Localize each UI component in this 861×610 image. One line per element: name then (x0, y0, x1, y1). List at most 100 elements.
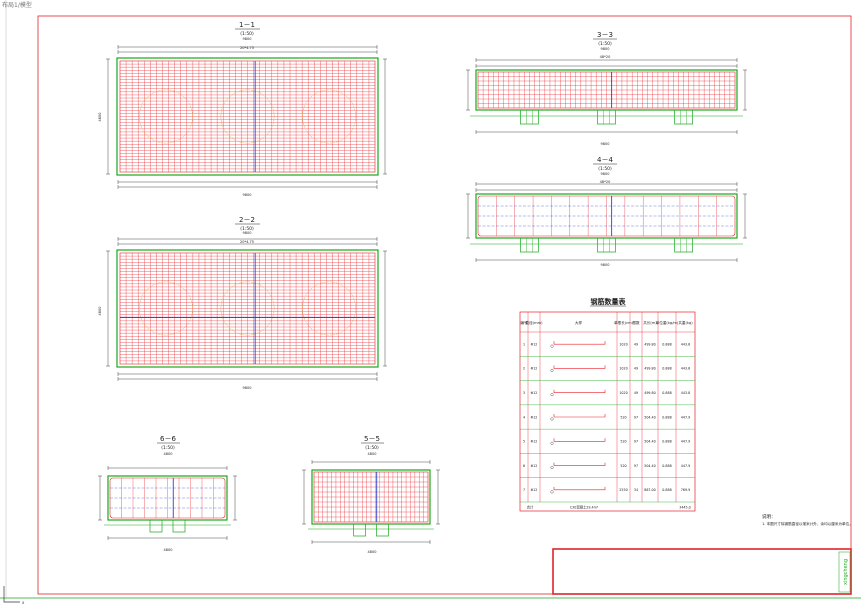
rebar-table-header-cell: 共重(kg) (678, 320, 693, 325)
rebar-shape-sketch (553, 438, 606, 442)
rebar-table-cell: 447.9 (681, 440, 690, 444)
view-3-3 (466, 58, 747, 134)
view-3-3-scale: (1:50) (598, 41, 612, 47)
view-4-4-dim-top: 9800 (601, 172, 610, 176)
rebar-table-header-cell: 根数 (632, 320, 640, 325)
rebar-table-cell: 1 (523, 342, 525, 346)
rebar-table-cell: 49 (634, 367, 638, 371)
rebar-table-cell: 447.9 (681, 464, 690, 468)
rebar-table-cell: 0.888 (662, 488, 671, 492)
view-4-4-pile (520, 237, 539, 253)
view-3-3-dim-sub: 48*20 (600, 55, 611, 59)
rebar-table-cell: 504.40 (644, 464, 656, 468)
view-1-1 (106, 45, 387, 189)
view-4-4 (466, 182, 747, 262)
view-3-3-pile (597, 109, 616, 125)
rebar-table-cell: 0.888 (662, 391, 671, 395)
rebar-table-cell: 97 (634, 464, 638, 468)
rebar-shape-sketch (553, 365, 606, 369)
sheet-frame (37, 15, 852, 595)
view-1-1-pile-outline (139, 89, 193, 144)
rebar-table-footer-mid: C30混凝土29.4m³ (570, 505, 599, 510)
rebar-shape-sketch (553, 389, 606, 394)
rebar-table-cell: 1020 (619, 342, 627, 346)
rebar-table-header-cell: 共长(m) (643, 320, 657, 325)
view-4-4-dim-bottom: 9800 (601, 263, 610, 267)
rebar-table-cell: Φ12 (531, 464, 538, 468)
view-1-1-dim-bottom: 9800 (243, 193, 252, 197)
rebar-shape-marker (550, 490, 554, 494)
rebar-table-cell: Φ12 (531, 415, 538, 419)
notes-line-1: 1. 本图尺寸除钢筋直径以毫米计外，余均以厘米为单位。 (762, 521, 853, 526)
rebar-table-cell: 443.8 (681, 367, 690, 371)
rebar-table-cell: 1020 (619, 367, 627, 371)
rebar-shape-marker (550, 368, 554, 372)
title-block-vertical-text: xingcheng (843, 559, 849, 585)
view-2-2-dim-left: 4800 (98, 307, 102, 316)
rebar-table-cell: 443.8 (681, 342, 690, 346)
view-3-3-pile (520, 109, 539, 125)
rebar-table-cell: 0.888 (662, 342, 671, 346)
view-2-2-dim-sub: 20*4.75 (240, 240, 254, 244)
rebar-table-cell: 0.888 (662, 464, 671, 468)
rebar-table-header-cell: 单位重(kg/m) (656, 320, 679, 325)
rebar-table-cell: 1020 (619, 391, 627, 395)
view-6-6-dim-top: 4800 (164, 452, 173, 456)
view-3-3-dim-bottom: 9800 (601, 142, 610, 146)
view-5-5-title: 5－5 (364, 435, 380, 443)
rebar-table-footer-right: 3445.0 (679, 506, 691, 510)
view-2-2-dim-top: 9800 (243, 231, 252, 235)
layout-tab[interactable]: 布局1/模型 (2, 2, 32, 9)
view-6-6-pile (172, 519, 186, 533)
rebar-table-cell: 443.8 (681, 391, 690, 395)
ucs-icon (3, 586, 20, 603)
rebar-table-cell: 769.9 (681, 488, 690, 492)
view-1-1-dim-sub: 20*4.75 (240, 46, 254, 50)
view-5-5 (302, 460, 440, 544)
rebar-table-cell: Φ12 (531, 488, 538, 492)
rebar-table-cell: 7 (523, 488, 525, 492)
view-6-6-scale: (1:50) (161, 445, 175, 451)
rebar-table-cell: Φ12 (531, 367, 538, 371)
view-1-1-scale: (1:50) (240, 31, 254, 37)
ucs-x-label: x (22, 600, 25, 605)
view-6-6-outline (107, 475, 228, 521)
rebar-table-cell: 5 (523, 440, 525, 444)
rebar-shape-marker (550, 466, 554, 470)
view-4-4-dim-sub: 48*20 (600, 180, 611, 184)
view-2-2-outline (116, 249, 379, 368)
view-1-1-title: 1－1 (239, 21, 255, 29)
rebar-table-cell: Φ12 (531, 342, 538, 346)
title-block (552, 548, 852, 595)
rebar-table-cell: 504.40 (644, 440, 656, 444)
title-block-stamp (838, 551, 851, 593)
view-4-4-title: 4－4 (597, 156, 613, 164)
rebar-table-cell: 867.00 (644, 488, 656, 492)
view-6-6-title: 6－6 (160, 435, 176, 443)
view-5-5-dim-top: 4800 (368, 452, 377, 456)
view-1-1-dim-left: 4800 (98, 113, 102, 122)
rebar-table-cell: 3 (523, 391, 525, 395)
view-6-6-pile (149, 519, 163, 533)
rebar-table-cell: 499.80 (644, 342, 656, 346)
rebar-table-header-cell: 直径(mm) (526, 320, 544, 325)
rebar-shape-marker (550, 417, 554, 421)
view-4-4-pile (674, 237, 693, 253)
view-5-5-outline (311, 469, 431, 525)
view-3-3-pile (674, 109, 693, 125)
rebar-table-cell: 0.888 (662, 440, 671, 444)
view-6-6 (98, 466, 237, 540)
rebar-table-cell: 0.888 (662, 415, 671, 419)
rebar-table-footer-left: 合计 (527, 505, 534, 510)
rebar-table-cell: 499.80 (644, 367, 656, 371)
view-1-1-outline (116, 57, 379, 176)
view-2-2-dim-bottom: 9800 (243, 386, 252, 390)
rebar-shape-marker (550, 393, 554, 397)
view-3-3-title: 3－3 (597, 31, 613, 39)
view-1-1-dim-top: 9800 (243, 37, 252, 41)
view-5-5-pile (353, 523, 366, 537)
rebar-table-cell: 2550 (619, 488, 627, 492)
view-6-6-dim-bottom: 4800 (164, 548, 173, 552)
view-5-5-dim-bottom: 4800 (368, 550, 377, 554)
